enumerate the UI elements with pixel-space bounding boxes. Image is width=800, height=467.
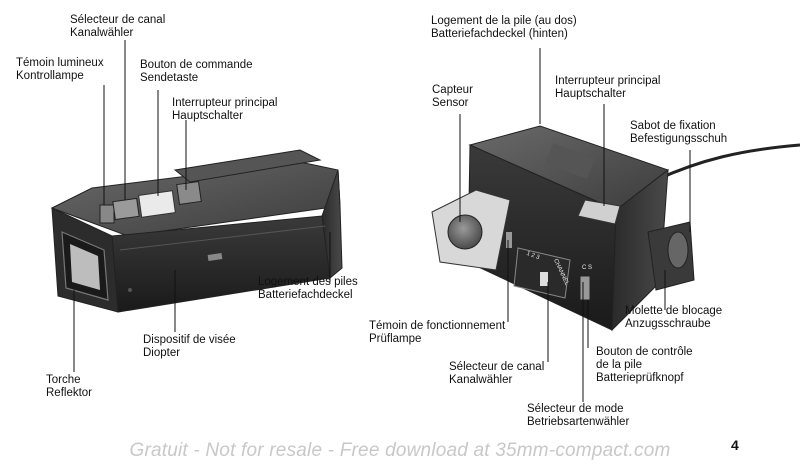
label-battery-housing: Logement des piles Batteriefachdeckel (258, 276, 358, 301)
leader-lines (73, 40, 691, 402)
label-battery-cover-back: Logement de la pile (au dos) Batteriefac… (431, 15, 577, 40)
label-channel-selector-right: Sélecteur de canal Kanalwähler (449, 361, 545, 386)
page-number: 4 (731, 437, 739, 453)
label-battery-check-button: Bouton de contrôle de la pile Batteriepr… (596, 346, 693, 384)
label-channel-selector-left: Sélecteur de canal Kanalwähler (70, 14, 166, 39)
label-mode-selector: Sélecteur de mode Betriebsartenwähler (527, 403, 630, 428)
left-transmitter-device (50, 149, 343, 313)
label-main-switch-right: Interrupteur principal Hauptschalter (555, 75, 661, 100)
watermark-text: Gratuit - Not for resale - Free download… (129, 440, 671, 461)
label-sensor: Capteur Sensor (432, 84, 473, 109)
right-receiver-device (431, 125, 800, 332)
label-indicator-lamp: Témoin lumineux Kontrollampe (16, 57, 104, 82)
label-reflector: Torche Reflektor (46, 374, 93, 399)
device-mode-letters: C S (582, 265, 593, 271)
label-locking-wheel: Molette de blocage Anzugsschraube (625, 305, 723, 330)
label-main-switch-left: Interrupteur principal Hauptschalter (172, 97, 278, 122)
label-mounting-shoe: Sabot de fixation Befestigungsschuh (630, 120, 728, 145)
label-control-button: Bouton de commande Sendetaste (140, 59, 253, 84)
label-viewfinder: Dispositif de visée Diopter (143, 334, 236, 359)
label-function-lamp: Témoin de fonctionnement Prüflampe (369, 320, 506, 345)
